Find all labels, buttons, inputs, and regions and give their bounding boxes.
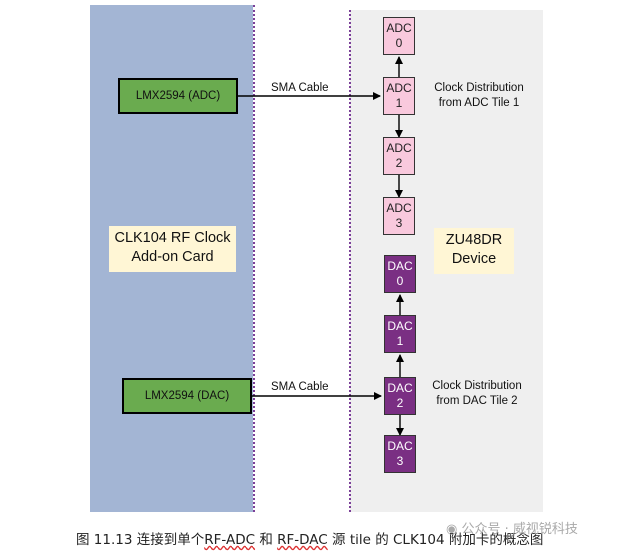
sma-cable-dac-label: SMA Cable <box>271 381 329 393</box>
lmx2594-dac-box: LMX2594 (DAC) <box>122 378 252 414</box>
card-boundary-line <box>253 5 255 512</box>
wechat-icon: ◉ <box>446 522 458 537</box>
device-boundary-line <box>349 10 351 512</box>
lmx2594-adc-box: LMX2594 (ADC) <box>118 78 238 114</box>
zu48dr-device-label: ZU48DR Device <box>434 228 514 274</box>
sma-cable-adc-label: SMA Cable <box>271 82 329 94</box>
figure-caption: 图 11.13 连接到单个RF-ADC 和 RF-DAC 源 tile 的 CL… <box>76 532 544 548</box>
lmx2594-adc-label: LMX2594 (ADC) <box>135 90 221 102</box>
lmx2594-dac-label: LMX2594 (DAC) <box>144 390 230 402</box>
clk104-card-label: CLK104 RF Clock Add-on Card <box>109 226 236 272</box>
watermark: ◉ 公众号 · 威视锐科技 <box>446 522 578 537</box>
